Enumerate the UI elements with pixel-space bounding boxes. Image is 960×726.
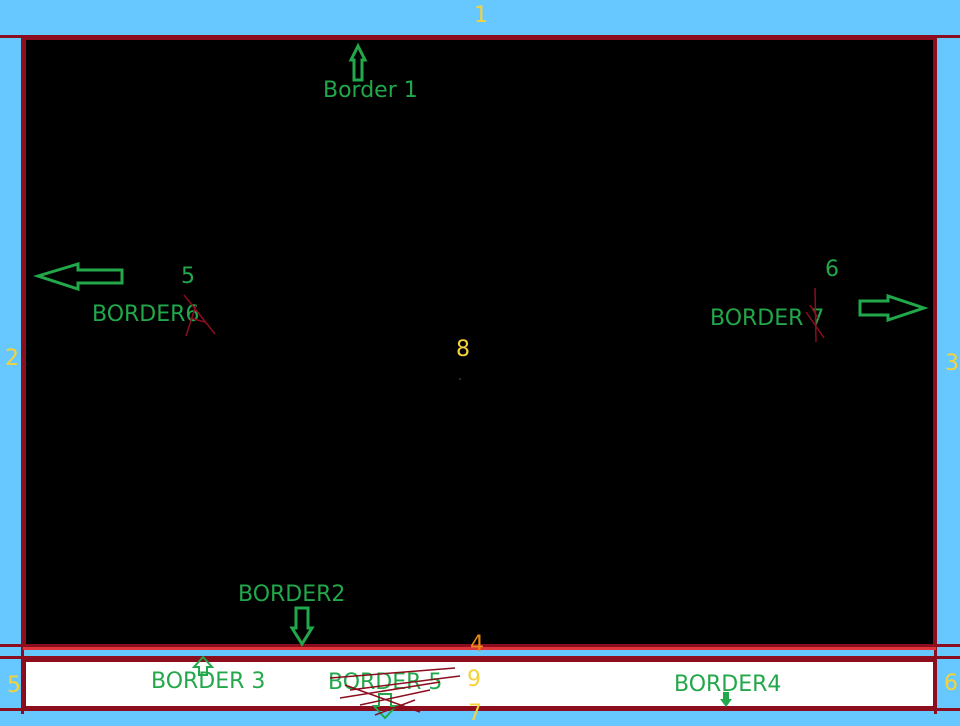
number-bottom-left: 5: [7, 673, 21, 698]
separator-red-line: [23, 646, 936, 650]
number-left: 2: [5, 346, 19, 371]
marker-6: 6: [825, 257, 839, 282]
bottom-strip: [23, 659, 936, 709]
label-border6: BORDER6: [92, 302, 200, 327]
label-border7: BORDER 7: [710, 306, 825, 331]
label-border2: BORDER2: [238, 582, 346, 607]
label-border4: BORDER4: [674, 672, 782, 697]
number-bottom-mid: 9: [467, 667, 481, 692]
left-frame-line: [21, 37, 24, 714]
number-right: 3: [945, 351, 959, 376]
main-area: [23, 37, 936, 647]
number-bottom-orange: 4: [470, 632, 484, 657]
label-border3: BORDER 3: [151, 669, 266, 694]
number-bottom-partial: 7: [468, 701, 482, 726]
number-bottom-right: 6: [944, 671, 958, 696]
strip-top-line: [0, 656, 960, 659]
top-frame-line: [0, 35, 960, 38]
label-border5: BORDER 5: [328, 670, 443, 695]
number-center: 8: [456, 337, 470, 362]
strip-bottom-line: [0, 708, 960, 711]
marker-5: 5: [181, 264, 195, 289]
number-top: 1: [474, 3, 488, 28]
label-border1: Border 1: [323, 78, 418, 103]
